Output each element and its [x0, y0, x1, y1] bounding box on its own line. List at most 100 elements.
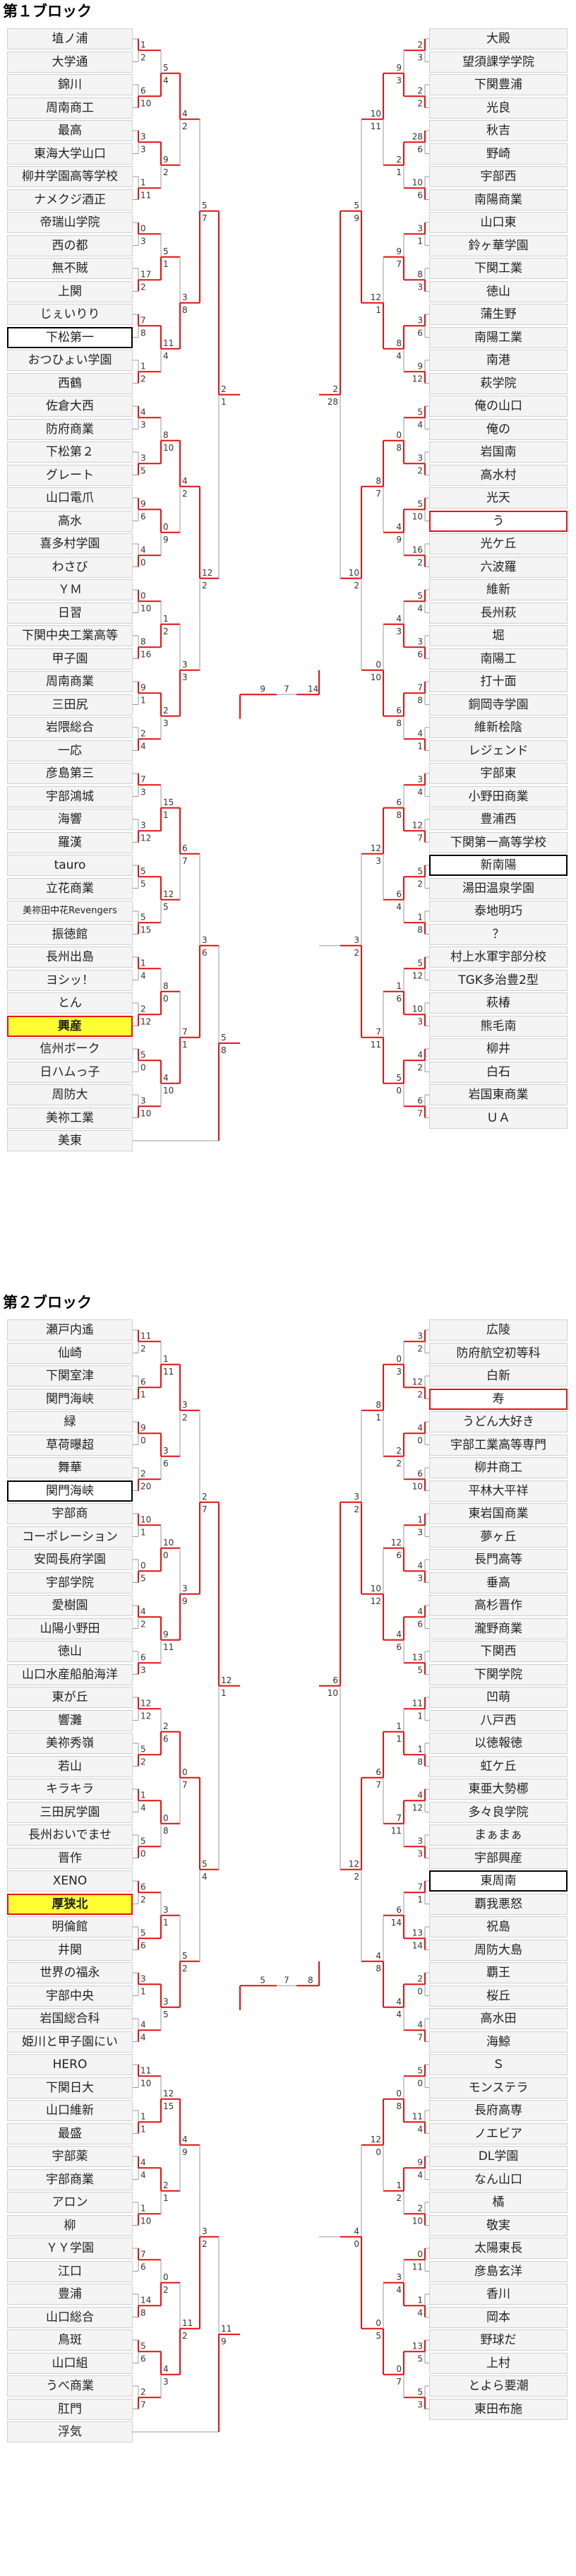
- score-label: 8: [376, 476, 381, 486]
- team-left: 大学通: [7, 51, 133, 73]
- team-right: 宇部興産: [429, 1847, 568, 1869]
- score-label: 7: [417, 1108, 423, 1118]
- team-left: 関門海峡: [7, 1388, 133, 1410]
- score-label: 9: [182, 1596, 188, 1606]
- team-right: 彦島玄洋: [429, 2260, 568, 2282]
- score-label: 9: [163, 1630, 169, 1639]
- score-label: 0: [376, 660, 381, 670]
- score-label: 5: [140, 879, 146, 889]
- score-label: 8: [417, 925, 423, 934]
- score-label: 9: [354, 213, 359, 223]
- score-label: 0: [354, 2239, 359, 2249]
- team-right: 小野田商業: [429, 785, 568, 807]
- score-label: 0: [163, 1813, 169, 1823]
- score-label: 11: [371, 1040, 381, 1050]
- score-label: 2: [396, 2193, 402, 2203]
- team-right: 柳井商工: [429, 1457, 568, 1478]
- team-right: 橘: [429, 2192, 568, 2213]
- team-left: 晋作: [7, 1847, 133, 1869]
- score-label: 3: [182, 1400, 188, 1410]
- score-label: 3: [376, 856, 381, 866]
- score-label: 1: [163, 2193, 169, 2203]
- team-left: 瀬戸内遙: [7, 1319, 133, 1341]
- score-label: 9: [182, 2147, 188, 2157]
- score-label: 2: [140, 1757, 146, 1767]
- team-left: 宇部鴻城: [7, 785, 133, 807]
- score-label: 5: [140, 1573, 146, 1583]
- score-label: 7: [396, 2377, 402, 2387]
- score-label: 28: [328, 397, 338, 407]
- score-label: 0: [140, 1560, 146, 1570]
- team-left: 美祢田中花Revengers: [7, 901, 133, 922]
- score-label: 3: [140, 453, 146, 463]
- score-label: 4: [417, 420, 423, 429]
- team-left: グレート: [7, 464, 133, 486]
- team-right: 岩国南: [429, 441, 568, 463]
- score-label: 10: [140, 603, 151, 613]
- team-right: 野崎: [429, 143, 568, 165]
- score-label: 1: [396, 2180, 402, 2190]
- team-left: 周南商工: [7, 97, 133, 119]
- team-left: 愛樹園: [7, 1595, 133, 1616]
- score-label: 12: [412, 820, 423, 830]
- score-label: 11: [140, 1331, 151, 1341]
- team-right: 南陽商業: [429, 189, 568, 210]
- team-left: 岩隈総合: [7, 717, 133, 738]
- score-label: 12: [371, 2135, 381, 2144]
- score-label: 4: [140, 971, 146, 980]
- team-right: 銅岡寺学園: [429, 694, 568, 716]
- score-label: 1: [417, 236, 423, 246]
- score-label: 10: [371, 672, 381, 682]
- score-label: 2: [182, 1413, 188, 1423]
- score-label: 16: [412, 545, 423, 554]
- team-left: じぇいりり: [7, 304, 133, 325]
- team-left: 関門海峡: [7, 1480, 133, 1502]
- score-label: 5: [140, 912, 146, 922]
- score-label: 12: [349, 1859, 359, 1869]
- score-label: 2: [417, 879, 423, 889]
- team-right: 光良: [429, 97, 568, 119]
- score-label: 2: [221, 384, 227, 394]
- score-label: 0: [417, 2249, 423, 2259]
- score-label: 7: [417, 682, 423, 692]
- score-label: 8: [221, 1045, 227, 1055]
- team-right: 萩学院: [429, 372, 568, 394]
- score-label: 4: [140, 2170, 146, 2180]
- team-left: 山口総合: [7, 2306, 133, 2328]
- score-label: 7: [284, 1975, 289, 1985]
- score-label: 4: [396, 522, 402, 532]
- score-label: 2: [202, 1492, 208, 1502]
- team-right: モンステラ: [429, 2077, 568, 2099]
- score-label: 2: [182, 489, 188, 499]
- score-label: 3: [417, 282, 423, 292]
- score-label: 2: [354, 1872, 359, 1882]
- score-label: 4: [163, 1073, 169, 1083]
- team-left: HERO: [7, 2054, 133, 2075]
- score-label: 8: [417, 695, 423, 705]
- team-left: 鳥斑: [7, 2329, 133, 2351]
- score-label: 3: [163, 718, 169, 728]
- score-label: 6: [140, 511, 146, 521]
- score-label: 8: [140, 2308, 146, 2317]
- team-right: 打十面: [429, 671, 568, 692]
- score-label: 1: [140, 1389, 146, 1399]
- score-label: 6: [140, 2262, 146, 2272]
- score-label: 5: [417, 866, 423, 876]
- score-label: 1: [163, 1354, 169, 1364]
- score-label: 11: [412, 1698, 423, 1708]
- score-label: 11: [221, 2324, 232, 2334]
- team-right: 下関学院: [429, 1663, 568, 1685]
- score-label: 4: [417, 1423, 423, 1432]
- score-label: 3: [182, 292, 188, 302]
- team-right: ノエビア: [429, 2123, 568, 2144]
- score-label: 2: [417, 1389, 423, 1399]
- score-label: 11: [412, 2262, 423, 2272]
- score-label: 6: [140, 1377, 146, 1387]
- team-right: Ｓ: [429, 2054, 568, 2075]
- score-label: 8: [308, 1975, 313, 1985]
- team-right: TGK多治豊2型: [429, 969, 568, 991]
- team-left: ナメクジ酒正: [7, 189, 133, 210]
- team-right: 広陵: [429, 1319, 568, 1341]
- score-label: 3: [396, 76, 402, 85]
- score-label: 0: [140, 1848, 146, 1858]
